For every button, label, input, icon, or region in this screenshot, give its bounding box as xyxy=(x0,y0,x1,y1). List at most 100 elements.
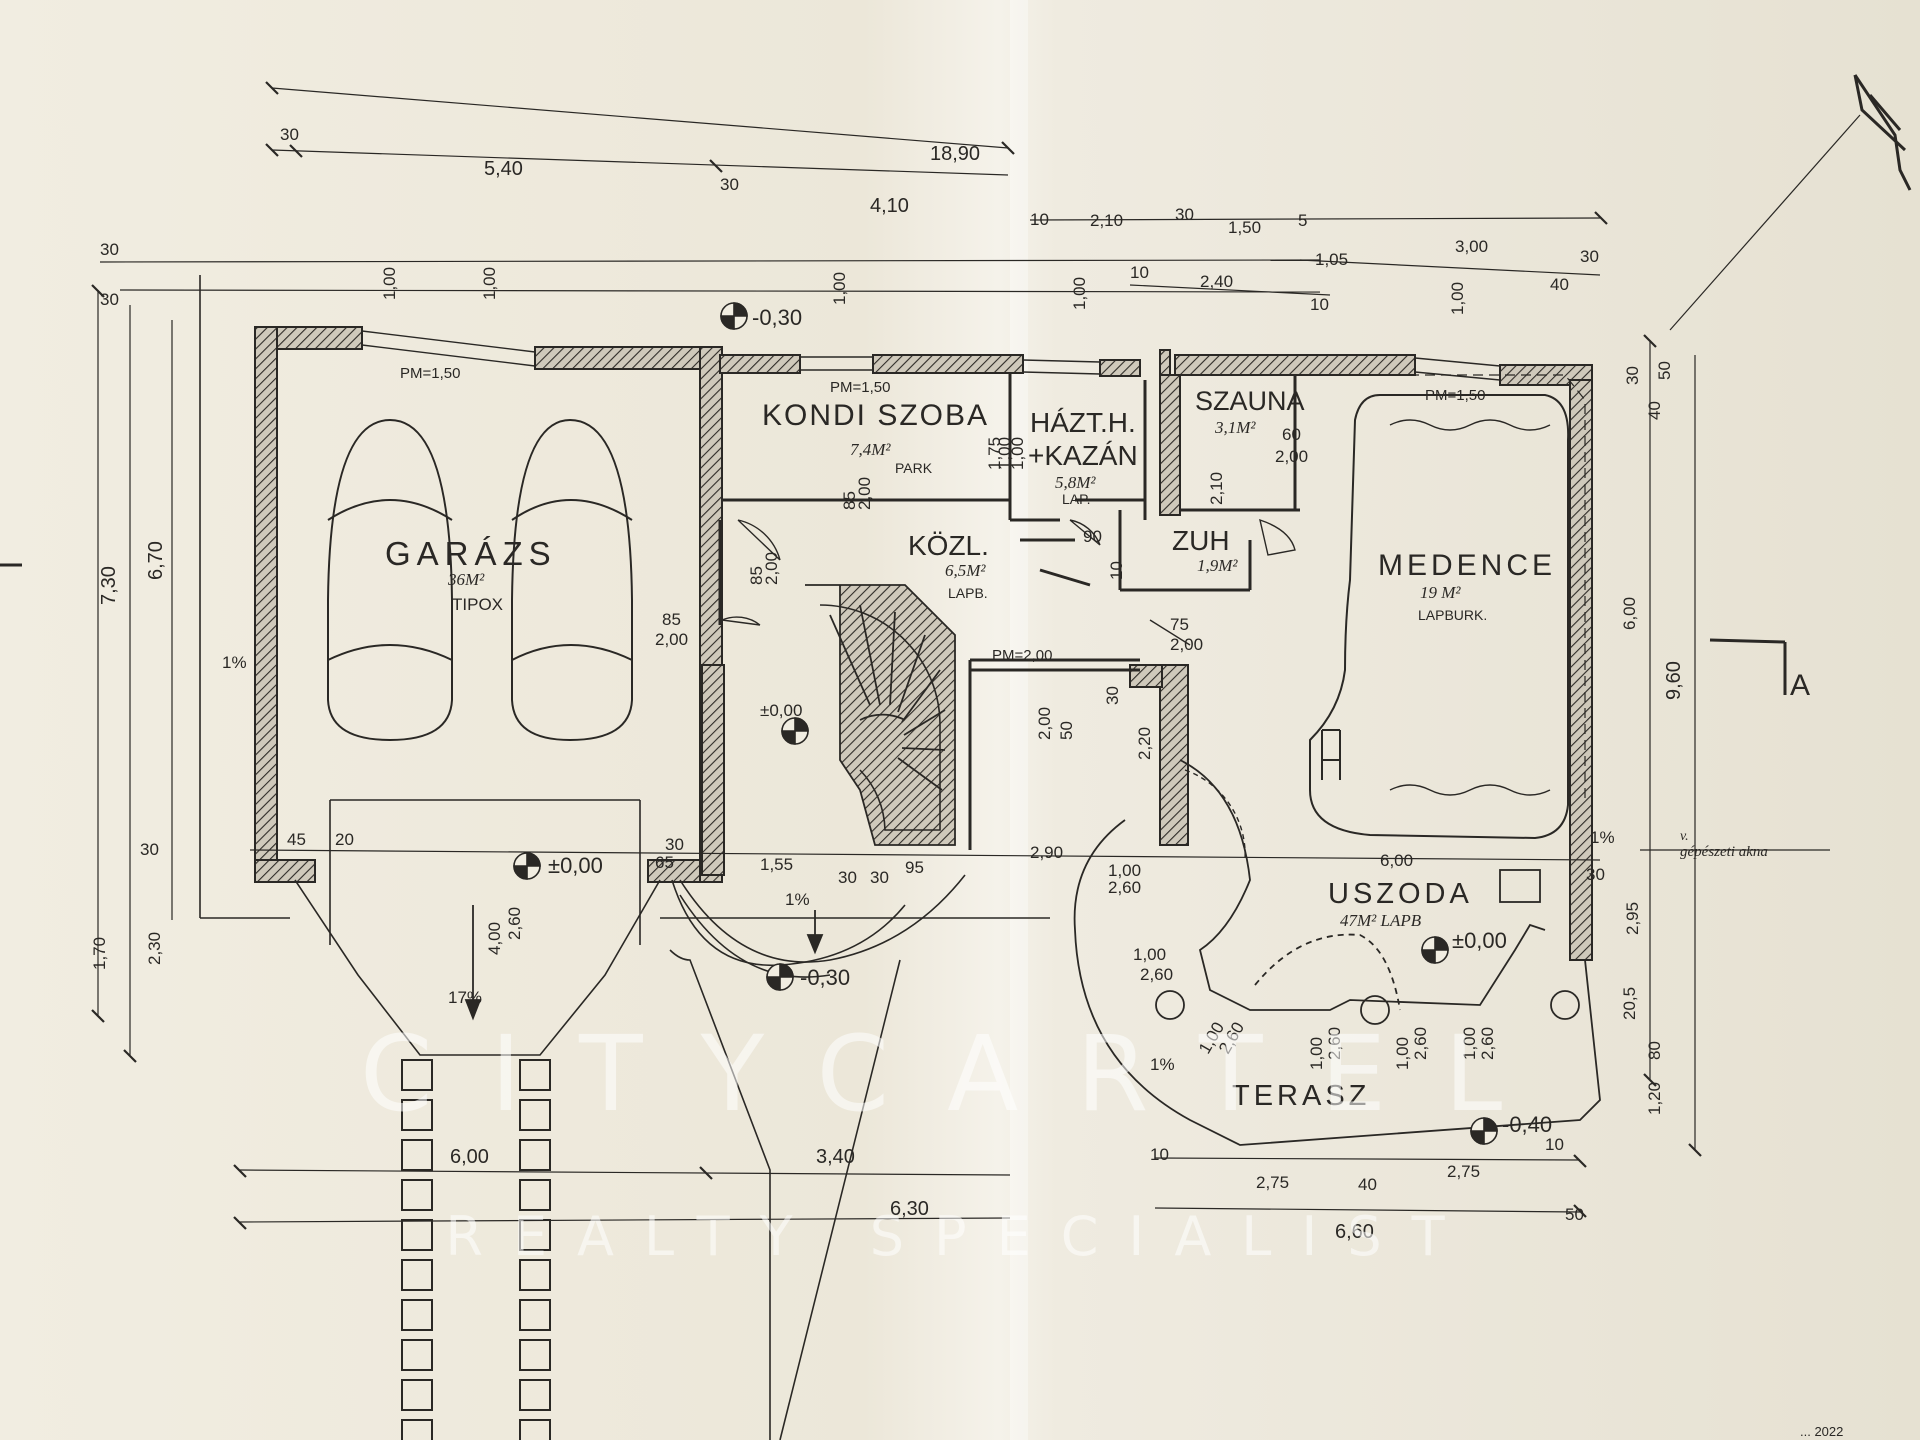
dimension-label: 6,60 xyxy=(1335,1221,1374,1243)
dimension-label: 17% xyxy=(448,988,482,1007)
dimension-label: 2,95 xyxy=(1623,902,1642,935)
dimension-label: 3,40 xyxy=(816,1146,855,1168)
room-gym-floor: PARK xyxy=(895,460,933,476)
parapet-1: PM=1,50 xyxy=(400,365,460,382)
dimension-label: 6,30 xyxy=(890,1198,929,1220)
level-entry: -0,30 xyxy=(800,965,850,990)
dimension-label: 95 xyxy=(905,858,924,877)
dimension-label: 1% xyxy=(222,653,247,672)
room-garage-name: GARÁZS xyxy=(385,535,557,572)
shaft-prefix: v. xyxy=(1680,829,1689,844)
dimension-label: 85 xyxy=(662,610,681,629)
dimension-label: 5,40 xyxy=(484,158,523,180)
room-pool-name: MEDENCE xyxy=(1378,549,1556,582)
room-garage-floor: TIPOX xyxy=(452,595,503,614)
dimension-label: 40 xyxy=(1358,1175,1377,1194)
dimension-label: 1,20 xyxy=(1645,1082,1664,1115)
room-utility-name: HÁZT.H. xyxy=(1030,407,1136,438)
room-utility-sub: +KAZÁN xyxy=(1028,440,1138,471)
interior-dimension-labels: 1,75 1,00 85 2,00 85 2,00 85 2,00 60 2,0… xyxy=(222,425,1615,1074)
dimension-label: 9,60 xyxy=(1663,661,1685,700)
dimension-label: 2,40 xyxy=(1200,272,1233,291)
dimension-label: 40 xyxy=(1645,401,1664,420)
dimension-label: 1,00 xyxy=(380,267,399,300)
dimension-label: 5 xyxy=(1298,211,1307,230)
dimension-label: 2,60 xyxy=(1140,965,1173,984)
dimension-label: 85 xyxy=(840,491,859,510)
dimension-label: 30 xyxy=(100,240,119,259)
dimension-label: 18,90 xyxy=(930,143,980,165)
dimension-label: 10 xyxy=(1030,210,1049,229)
watermark-subtitle: REALTY SPECIALIST xyxy=(445,1205,1474,1268)
dimension-label: 30 xyxy=(1586,865,1605,884)
dimension-label: 20,5 xyxy=(1620,987,1639,1020)
dimension-label: 1% xyxy=(1590,828,1615,847)
dimension-label: 1% xyxy=(785,890,810,909)
dimension-label: 40 xyxy=(1550,275,1569,294)
dimension-label: 1,00 xyxy=(480,267,499,300)
section-label: A xyxy=(1790,669,1810,702)
parapet-4: PM=2,00 xyxy=(992,647,1052,664)
dimension-lines xyxy=(97,87,1861,1223)
room-terrace-name: TERASZ xyxy=(1232,1080,1370,1112)
dimension-label: 2,00 xyxy=(1035,707,1054,740)
dimension-label: 2,00 xyxy=(855,477,874,510)
dimension-label: 30 xyxy=(665,835,684,854)
room-natatorium-area: 47M² LAPB xyxy=(1340,911,1422,930)
dimension-label: 2,60 xyxy=(1325,1027,1344,1060)
corner-stamp: ... 2022 xyxy=(1800,1424,1843,1439)
dimension-label: 3,00 xyxy=(1455,237,1488,256)
room-pool-floor: LAPBURK. xyxy=(1418,607,1487,623)
room-sauna-area: 3,1M² xyxy=(1214,418,1256,437)
dimension-label: 10 xyxy=(1130,263,1149,282)
dimension-label: 1,00 xyxy=(1070,277,1089,310)
room-sauna-name: SZAUNA xyxy=(1195,386,1305,416)
dimension-label: 80 xyxy=(1645,1041,1664,1060)
dimension-label: 30 xyxy=(720,175,739,194)
top-dimension-labels: 18,90 30 5,40 30 4,10 10 2,10 30 1,50 5 … xyxy=(280,125,1599,314)
parapet-3: PM=1,50 xyxy=(1425,387,1485,404)
dimension-label: 6,00 xyxy=(450,1146,489,1168)
dimension-label: 10 xyxy=(1150,1145,1169,1164)
dimension-label: 1,00 xyxy=(1393,1037,1412,1070)
door-swings xyxy=(721,518,1296,861)
dimension-label: 6,00 xyxy=(1380,851,1413,870)
dimension-label: 1,05 xyxy=(1315,250,1348,269)
dimension-label: 30 xyxy=(1103,686,1122,705)
dimension-label: 1,00 xyxy=(1460,1027,1479,1060)
dimension-label: 2,60 xyxy=(1411,1027,1430,1060)
level-stair: ±0,00 xyxy=(760,701,802,720)
exterior-walls xyxy=(254,326,1593,961)
dimension-label: 20 xyxy=(335,830,354,849)
dimension-label: 4,10 xyxy=(870,195,909,217)
level-gym-top: -0,30 xyxy=(752,305,802,330)
dimension-label: 2,00 xyxy=(1275,447,1308,466)
dimension-label: 30 xyxy=(140,840,159,859)
dimension-label: 2,00 xyxy=(655,630,688,649)
bottom-dimension-labels: 6,00 3,40 6,30 10 2,75 40 2,75 10 6,60 5… xyxy=(450,1135,1584,1243)
dimension-label: 30 xyxy=(1580,247,1599,266)
room-shower-name: ZUH xyxy=(1172,525,1230,556)
level-garage: ±0,00 xyxy=(548,853,603,878)
room-corridor-floor: LAPB. xyxy=(948,585,988,601)
dimension-label: 6,00 xyxy=(1620,597,1639,630)
dimension-label: 2,75 xyxy=(1256,1173,1289,1192)
garage-car-outlines xyxy=(327,418,633,742)
dimension-label: 1,00 xyxy=(830,272,849,305)
entrance-arc xyxy=(679,874,966,978)
shaft-note: gépészeti akna xyxy=(1680,844,1768,860)
dimension-label: 2,75 xyxy=(1447,1162,1480,1181)
dimension-label: 30 xyxy=(1623,366,1642,385)
dimension-label: 75 xyxy=(1170,615,1189,634)
dimension-label: 2,20 xyxy=(1135,727,1154,760)
dimension-label: 1,00 xyxy=(995,437,1014,470)
dimension-label: 30 xyxy=(870,868,889,887)
watermark-title: CITYCARTEL xyxy=(360,1013,1560,1135)
dimension-label: 10 xyxy=(1107,561,1126,580)
level-uszoda: ±0,00 xyxy=(1452,928,1507,953)
spiral-staircase xyxy=(805,584,956,846)
dimension-label: 30 xyxy=(1175,205,1194,224)
dimension-label: 30 xyxy=(100,290,119,309)
dimension-label: 2,60 xyxy=(1108,878,1141,897)
